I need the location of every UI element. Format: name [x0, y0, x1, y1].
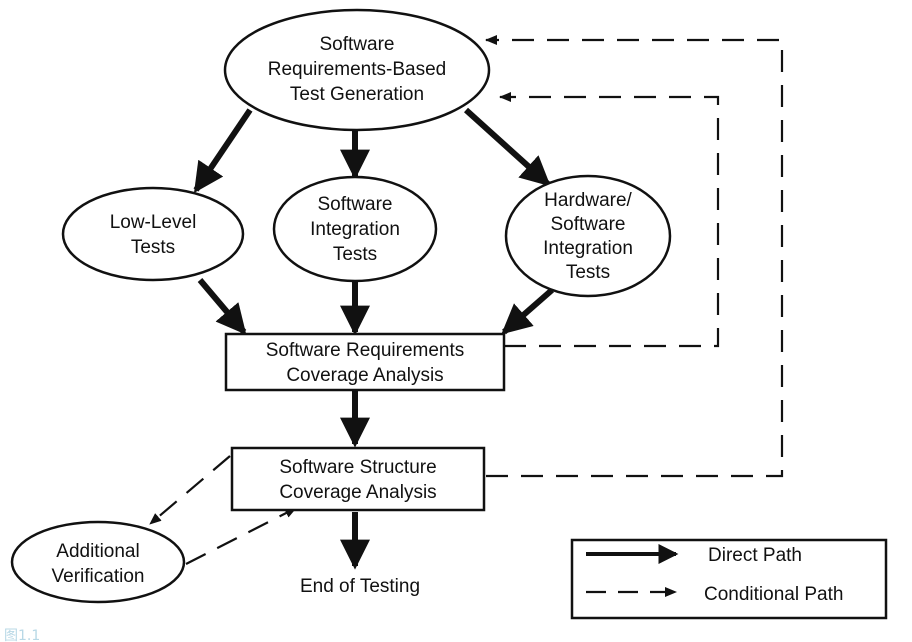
- hw-integration-line-1: Hardware/: [544, 190, 632, 211]
- req-coverage-line-2: Coverage Analysis: [286, 365, 443, 386]
- node-hardware-software-integration-tests: Hardware/ Software Integration Tests: [504, 174, 672, 298]
- struct-coverage-line-2: Coverage Analysis: [279, 482, 436, 503]
- direct-path-arrows: [193, 107, 554, 570]
- node-structure-coverage-analysis: Software Structure Coverage Analysis: [230, 446, 486, 512]
- software-integration-line-1: Software: [318, 194, 393, 215]
- arrow-structcov-to-gen: [485, 35, 784, 478]
- conditional-path-arrows: [149, 35, 784, 565]
- arrow-reqcov-to-gen: [499, 92, 720, 348]
- arrow-addver-to-structcov: [185, 507, 297, 565]
- node-test-generation: Software Requirements-Based Test Generat…: [223, 8, 491, 132]
- end-of-testing-label: End of Testing: [300, 576, 420, 597]
- legend: Direct Path Conditional Path: [570, 538, 888, 620]
- arrow-structcov-to-addver: [149, 455, 231, 525]
- arrow-low-to-reqcov: [197, 278, 247, 335]
- arrow-hw-to-reqcov: [501, 287, 554, 335]
- arrow-gen-to-low: [193, 108, 253, 193]
- struct-coverage-line-1: Software Structure: [279, 457, 436, 478]
- legend-direct-label: Direct Path: [708, 545, 802, 566]
- test-generation-line-3: Test Generation: [290, 84, 424, 105]
- hw-integration-line-4: Tests: [566, 262, 610, 283]
- low-level-tests-line-2: Tests: [131, 237, 175, 258]
- additional-verification-line-1: Additional: [56, 541, 139, 562]
- hw-integration-line-3: Integration: [543, 238, 633, 259]
- test-generation-line-1: Software: [320, 34, 395, 55]
- node-low-level-tests: Low-Level Tests: [61, 186, 245, 282]
- arrow-gen-to-hw: [463, 107, 551, 187]
- software-integration-line-2: Integration: [310, 219, 400, 240]
- software-integration-line-3: Tests: [333, 244, 377, 265]
- req-coverage-line-1: Software Requirements: [266, 340, 465, 361]
- node-software-integration-tests: Software Integration Tests: [272, 175, 438, 283]
- additional-verification-line-2: Verification: [52, 566, 145, 587]
- low-level-tests-line-1: Low-Level: [110, 212, 197, 233]
- test-generation-line-2: Requirements-Based: [268, 59, 446, 80]
- node-requirements-coverage-analysis: Software Requirements Coverage Analysis: [224, 332, 506, 392]
- footer-caption-fragment: 图1.1: [4, 628, 40, 642]
- legend-conditional-label: Conditional Path: [704, 584, 843, 605]
- node-additional-verification: Additional Verification: [10, 520, 186, 604]
- hw-integration-line-2: Software: [551, 214, 626, 235]
